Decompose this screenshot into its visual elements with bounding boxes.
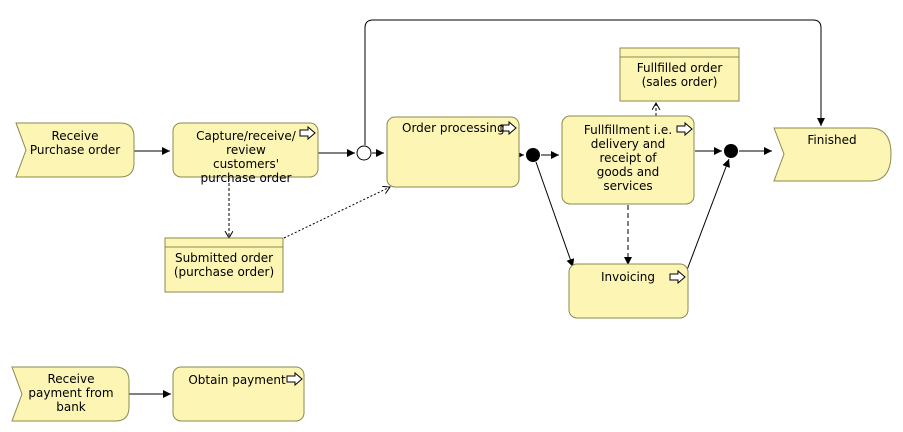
- object-submitted-order-label: Submitted order (purchase order): [173, 251, 275, 279]
- object-submitted-order[interactable]: [164, 237, 284, 293]
- event-receive-payment[interactable]: [11, 366, 130, 422]
- right-arrow-outline-icon: [286, 371, 303, 387]
- right-arrow-outline-icon: [669, 269, 686, 285]
- process-obtain-payment-label: Obtain payment: [188, 373, 286, 387]
- or-junction[interactable]: [356, 145, 372, 161]
- access-submitted-order-to-order-processing: [283, 187, 390, 239]
- right-arrow-outline-icon: [500, 120, 517, 136]
- process-fulfillment-label: Fullfillment i.e. delivery and receipt o…: [583, 123, 673, 193]
- object-fulfilled-order[interactable]: [619, 47, 740, 102]
- process-order-processing-label: Order processing: [402, 121, 505, 135]
- right-arrow-outline-icon: [676, 121, 693, 137]
- process-capture-label: Capture/receive/ review customers' purch…: [196, 129, 296, 185]
- event-receive-purchase-order[interactable]: [15, 122, 135, 178]
- flow-or-junction-to-finished: [364, 19, 825, 145]
- process-fulfillment[interactable]: [561, 115, 695, 205]
- process-invoicing-label: Invoicing: [600, 270, 656, 284]
- process-order-processing[interactable]: [386, 116, 520, 188]
- and-junction-split[interactable]: [526, 148, 540, 162]
- event-finished-label: Finished: [807, 133, 857, 147]
- event-finished[interactable]: [773, 127, 892, 182]
- process-capture[interactable]: [172, 122, 319, 178]
- connectors: [129, 19, 825, 398]
- event-receive-payment-label: Receive payment from bank: [28, 372, 114, 414]
- object-fulfilled-order-label: Fullfilled order (sales order): [636, 61, 723, 89]
- process-obtain-payment[interactable]: [172, 366, 305, 422]
- and-junction-join[interactable]: [724, 144, 738, 158]
- event-receive-purchase-order-label: Receive Purchase order: [29, 129, 121, 157]
- process-invoicing[interactable]: [568, 263, 689, 319]
- right-arrow-outline-icon: [299, 125, 316, 141]
- flow-and-junction-to-invoicing: [535, 161, 575, 268]
- flow-invoicing-to-and-junction-2: [686, 158, 730, 271]
